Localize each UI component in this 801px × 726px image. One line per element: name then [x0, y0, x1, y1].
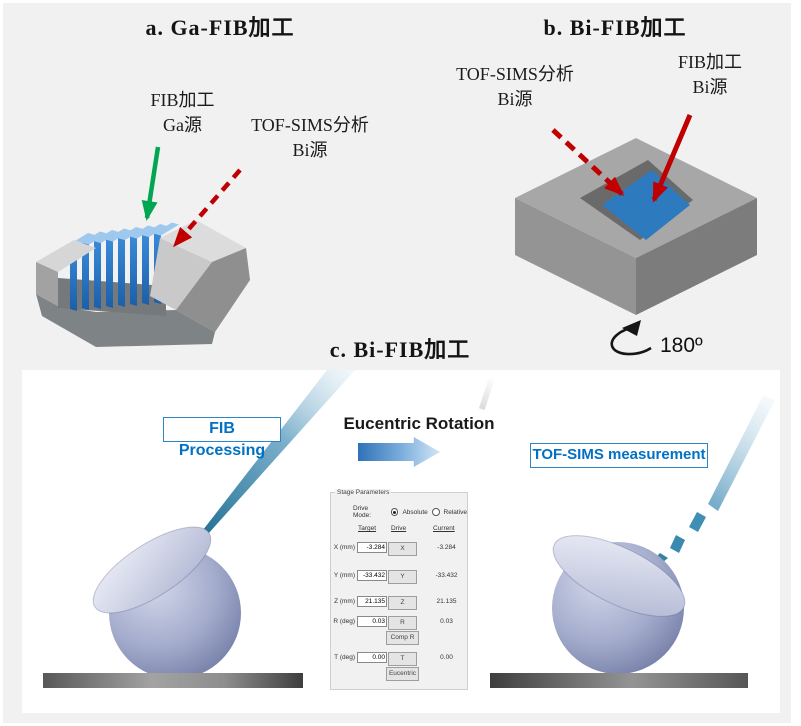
row-y-target-input[interactable] — [357, 570, 387, 581]
drive-mode-row: Drive Mode: Absolute Relative — [353, 505, 467, 519]
radio-absolute-label: Absolute — [402, 508, 428, 516]
stage-parameters-panel: Stage Parameters Drive Mode: Absolute Re… — [330, 489, 468, 690]
drive-mode-label: Drive Mode: — [353, 505, 372, 519]
label-tofsims-bi-a: TOF-SIMS分析 Bi源 — [225, 113, 395, 163]
stage-row-y: Y (mm) Y -33.432 — [331, 570, 467, 584]
sample-sphere-fib — [92, 526, 241, 679]
row-r-current: 0.03 — [440, 618, 453, 625]
stage-row-t: T (deg) T 0.00 — [331, 652, 467, 666]
stage-row-x: X (mm) X -3.284 — [331, 542, 467, 556]
stage-bar-right — [490, 673, 748, 688]
fib-beam — [203, 370, 355, 534]
row-x-target-input[interactable] — [357, 542, 387, 553]
col-drive: Drive — [391, 525, 407, 532]
panel-c-graphics — [92, 370, 775, 679]
stage-bar-left — [43, 673, 303, 688]
label-tofsims-b-line2: Bi源 — [497, 89, 533, 109]
label-tofsims-a-line1: TOF-SIMS分析 — [251, 115, 369, 135]
tofsims-bi-dashed-arrow-b — [551, 128, 625, 197]
row-z-label: Z (mm) — [334, 598, 355, 605]
col-current: Current — [433, 525, 455, 532]
row-r-target-input[interactable] — [357, 616, 387, 627]
label-fib-ga-line2: Ga源 — [163, 115, 202, 135]
bi-fib-block — [515, 138, 757, 315]
label-tofsims-a-line2: Bi源 — [292, 140, 328, 160]
drive-r-button[interactable]: R — [388, 616, 417, 630]
label-fib-bi-line1: FIB加工 — [677, 52, 742, 72]
drive-t-button[interactable]: T — [388, 652, 417, 666]
fib-ga-beam-arrow — [141, 146, 161, 221]
rotation-180-icon — [610, 320, 652, 356]
stage-row-eucentric: Eucentric — [331, 667, 467, 681]
drive-z-button[interactable]: Z — [388, 596, 417, 610]
col-target: Target — [358, 525, 377, 532]
row-t-target-input[interactable] — [357, 652, 387, 663]
row-x-label: X (mm) — [333, 544, 355, 551]
fib-bi-beam-arrow — [651, 114, 693, 203]
row-t-label: T (deg) — [334, 654, 355, 661]
row-r-label: R (deg) — [333, 618, 355, 625]
sample-sphere-tof — [552, 535, 686, 674]
panel-c: FIB Processing Eucentric Rotation TOF-SI… — [22, 370, 780, 713]
panel-c-title: c. Bi-FIB加工 — [329, 337, 471, 362]
drive-y-button[interactable]: Y — [388, 570, 417, 584]
fib-processing-label: FIB Processing — [163, 417, 281, 459]
label-tofsims-b-line1: TOF-SIMS分析 — [456, 64, 574, 84]
row-y-label: Y (mm) — [333, 572, 355, 579]
ga-fib-structure — [36, 220, 250, 347]
label-fib-bi-line2: Bi源 — [692, 77, 728, 97]
comp-r-button[interactable]: Comp R — [386, 631, 419, 645]
panel-a-title: a. Ga-FIB加工 — [145, 15, 295, 40]
blue-sample-face — [602, 170, 690, 240]
row-z-current: 21.135 — [436, 598, 457, 605]
stage-row-z: Z (mm) Z 21.135 — [331, 596, 467, 610]
radio-absolute[interactable] — [390, 508, 399, 516]
stage-row-comp-r: Comp R — [331, 631, 467, 645]
stage-parameters-title: Stage Parameters — [335, 489, 392, 496]
tof-sims-measurement-label: TOF-SIMS measurement — [530, 443, 708, 468]
stage-row-r: R (deg) R 0.03 — [331, 616, 467, 630]
row-x-current: -3.284 — [437, 544, 456, 551]
label-fib-ga-line1: FIB加工 — [150, 90, 215, 110]
panel-b-title: b. Bi-FIB加工 — [543, 15, 687, 40]
label-tofsims-bi-b: TOF-SIMS分析 Bi源 — [430, 62, 600, 112]
row-z-target-input[interactable] — [357, 596, 387, 607]
eucentric-button[interactable]: Eucentric — [386, 667, 419, 681]
top-graphics: 180º — [36, 114, 757, 357]
label-fib-bi-source: FIB加工 Bi源 — [640, 50, 780, 100]
radio-relative[interactable] — [431, 508, 440, 516]
rotation-180-label: 180º — [660, 334, 703, 357]
label-fib-ga-source: FIB加工 Ga源 — [120, 88, 245, 138]
eucentric-rotation-label: Eucentric Rotation — [343, 414, 495, 433]
drive-x-button[interactable]: X — [388, 542, 417, 556]
row-t-current: 0.00 — [440, 654, 453, 661]
row-y-current: -33.432 — [435, 572, 458, 579]
radio-relative-label: Relative — [443, 508, 467, 516]
